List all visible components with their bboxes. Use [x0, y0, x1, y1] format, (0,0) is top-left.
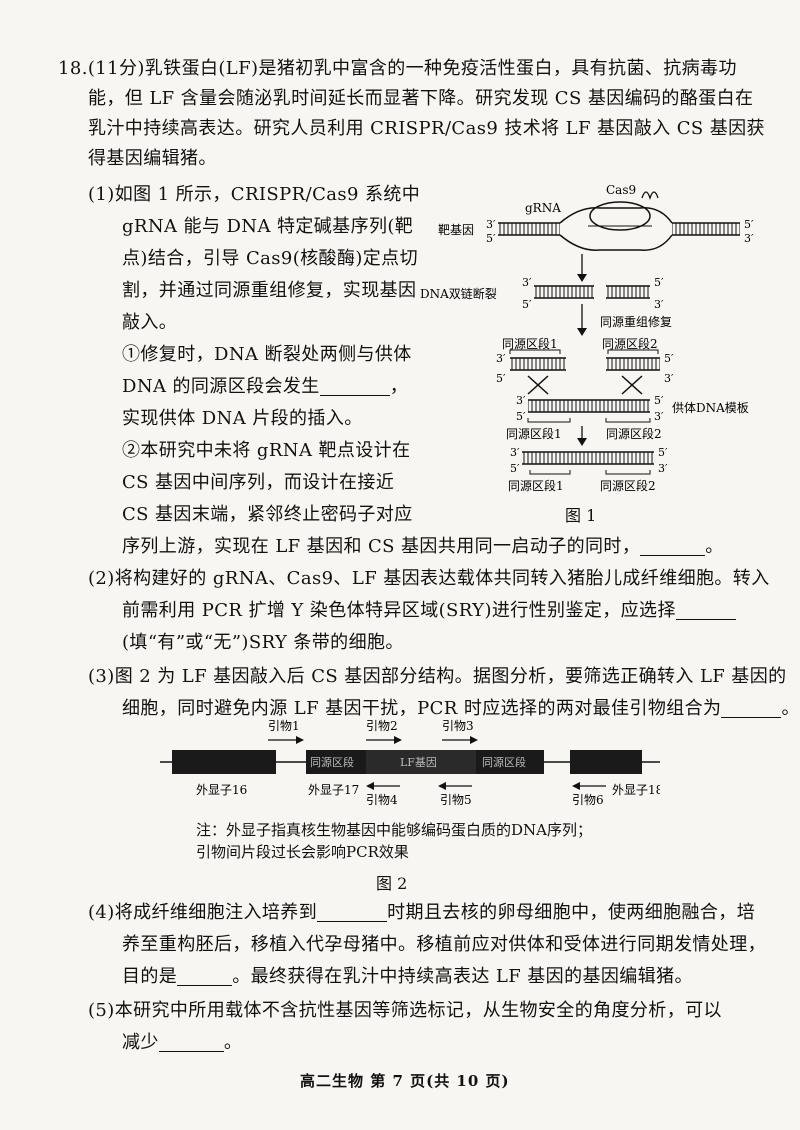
- svg-text:5′: 5′: [486, 232, 496, 245]
- svg-text:3′: 3′: [486, 218, 496, 231]
- svg-text:引物4: 引物4: [366, 793, 398, 807]
- svg-text:3′: 3′: [658, 462, 668, 475]
- svg-text:引物5: 引物5: [440, 793, 472, 807]
- lf-gene-box: [366, 750, 476, 774]
- answer-blank[interactable]: [177, 967, 233, 986]
- question-intro-line: 能，但 LF 含量会随泌乳时间延长而显著下降。研究发现 CS 基因编码的酪蛋白在: [88, 88, 754, 109]
- part3-line: 细胞，同时避免内源 LF 基因干扰，PCR 时应选择的两对最佳引物组合为。: [122, 698, 800, 719]
- answer-blank[interactable]: [158, 1033, 224, 1052]
- part4-line: (4)将成纤维细胞注入培养到时期且去核的卵母细胞中，使两细胞融合，培: [88, 902, 756, 923]
- grna-label: gRNA: [525, 201, 561, 215]
- svg-text:5′: 5′: [496, 372, 506, 385]
- svg-text:外显子16: 外显子16: [196, 783, 247, 797]
- part2-line: 前需利用 PCR 扩增 Y 染色体特异区域(SRY)进行性别鉴定，应选择: [122, 600, 736, 622]
- part3-line: (3)图 2 为 LF 基因敲入后 CS 基因部分结构。据图分析，要筛选正确转入…: [88, 666, 787, 687]
- part1-q1-line: DNA 的同源区段会发生，: [122, 376, 409, 397]
- svg-text:3′: 3′: [654, 298, 664, 311]
- question-intro-line: 得基因编辑猪。: [88, 148, 217, 169]
- svg-text:同源区段1: 同源区段1: [506, 426, 562, 441]
- svg-text:引物2: 引物2: [366, 719, 398, 733]
- svg-text:同源区段1: 同源区段1: [508, 478, 564, 493]
- svg-text:同源区段: 同源区段: [310, 755, 354, 769]
- dsb-label: DNA双链断裂: [420, 286, 497, 301]
- svg-text:3′: 3′: [510, 446, 520, 459]
- figure1-crispr-diagram: 靶基因 3′ 5′ gRNA Cas9 5′ 3′ DNA双链断裂 3′ 5′ …: [420, 183, 754, 493]
- part1-q1-line: 实现供体 DNA 片段的插入。: [122, 408, 363, 429]
- svg-text:外显子17: 外显子17: [308, 783, 359, 797]
- svg-text:5′: 5′: [654, 394, 664, 407]
- donor-template-label: 供体DNA模板: [672, 401, 749, 415]
- svg-text:3′: 3′: [496, 352, 506, 365]
- svg-text:5′: 5′: [654, 276, 664, 289]
- svg-text:5′: 5′: [516, 410, 526, 423]
- figure2-caption: 图 2: [376, 874, 408, 893]
- svg-text:同源区段2: 同源区段2: [600, 478, 656, 493]
- answer-blank[interactable]: [675, 601, 736, 620]
- answer-blank[interactable]: [317, 903, 388, 922]
- svg-text:外显子18: 外显子18: [612, 783, 660, 797]
- svg-text:引物3: 引物3: [442, 719, 474, 733]
- svg-text:3′: 3′: [516, 394, 526, 407]
- homology-box-right: [476, 750, 544, 774]
- part1-q1-line: ①修复时，DNA 断裂处两侧与供体: [122, 344, 412, 365]
- part1-q2-line: 序列上游，实现在 LF 基因和 CS 基因共用同一启动子的同时，。: [122, 536, 724, 557]
- part4-line: 目的是。最终获得在乳汁中持续高表达 LF 基因的基因编辑猪。: [122, 966, 693, 987]
- part1-q2-line: ②本研究中未将 gRNA 靶点设计在: [122, 440, 411, 461]
- part1-line: gRNA 能与 DNA 特定碱基序列(靶: [122, 216, 414, 237]
- cas9-label: Cas9: [606, 183, 636, 197]
- svg-text:5′: 5′: [658, 446, 668, 459]
- hr-repair-label: 同源重组修复: [600, 314, 672, 329]
- question-intro-line: 乳汁中持续高表达。研究人员利用 CRISPR/Cas9 技术将 LF 基因敲入 …: [88, 118, 765, 139]
- svg-text:3′: 3′: [664, 372, 674, 385]
- cas9-shape: [589, 201, 651, 231]
- figure2-note: 注：外显子指真核生物基因中能够编码蛋白质的DNA序列；: [196, 821, 592, 839]
- target-gene-label: 靶基因: [438, 223, 474, 237]
- part1-q2-line: CS 基因末端，紧邻终止密码子对应: [122, 504, 413, 525]
- figure2-gene-structure: 同源区段 LF基因 同源区段 引物1 引物2 引物3 引物4 引物5 引物6 外…: [160, 719, 660, 807]
- answer-blank[interactable]: [721, 699, 782, 718]
- part5-line: (5)本研究中所用载体不含抗性基因等筛选标记，从生物安全的角度分析，可以: [88, 1000, 722, 1021]
- question-intro-line: 18.(11分)乳铁蛋白(LF)是猪初乳中富含的一种免疫活性蛋白，具有抗菌、抗病…: [58, 58, 737, 79]
- svg-text:5′: 5′: [510, 462, 520, 475]
- svg-text:3′: 3′: [522, 276, 532, 289]
- part1-q2-line: CS 基因中间序列，而设计在接近: [122, 472, 395, 493]
- svg-text:同源区段1: 同源区段1: [502, 336, 558, 351]
- svg-text:5′: 5′: [522, 298, 532, 311]
- svg-text:3′: 3′: [744, 232, 754, 245]
- svg-text:引物6: 引物6: [572, 793, 604, 807]
- svg-text:同源区段2: 同源区段2: [606, 426, 662, 441]
- svg-text:引物1: 引物1: [268, 719, 300, 733]
- svg-text:5′: 5′: [744, 218, 754, 231]
- answer-blank[interactable]: [319, 377, 390, 396]
- part4-line: 养至重构胚后，移植入代孕母猪中。移植前应对供体和受体进行同期发情处理，: [122, 934, 766, 955]
- svg-text:LF基因: LF基因: [400, 756, 437, 769]
- svg-text:同源区段2: 同源区段2: [602, 336, 658, 351]
- svg-text:3′: 3′: [654, 410, 664, 423]
- exon16-box: [172, 750, 276, 774]
- page-footer: 高二生物 第 7 页(共 10 页): [300, 1072, 510, 1090]
- exon18-box: [570, 750, 642, 774]
- homology-box-left: [306, 750, 366, 774]
- part1-line: 割，并通过同源重组修复，实现基因: [122, 280, 417, 301]
- part2-line: (2)将构建好的 gRNA、Cas9、LF 基因表达载体共同转入猪胎儿成纤维细胞…: [88, 568, 770, 589]
- part5-line: 减少。: [122, 1032, 243, 1053]
- part1-line: (1)如图 1 所示，CRISPR/Cas9 系统中: [88, 184, 421, 205]
- answer-blank[interactable]: [640, 537, 706, 556]
- figure1-caption: 图 1: [565, 506, 597, 525]
- svg-text:5′: 5′: [664, 352, 674, 365]
- svg-text:同源区段: 同源区段: [482, 755, 526, 769]
- part2-line: (填“有”或“无”)SRY 条带的细胞。: [122, 632, 404, 653]
- part1-line: 敲入。: [122, 312, 178, 333]
- part1-line: 点)结合，引导 Cas9(核酸酶)定点切: [122, 248, 418, 269]
- figure2-note: 引物间片段过长会影响PCR效果: [196, 843, 409, 861]
